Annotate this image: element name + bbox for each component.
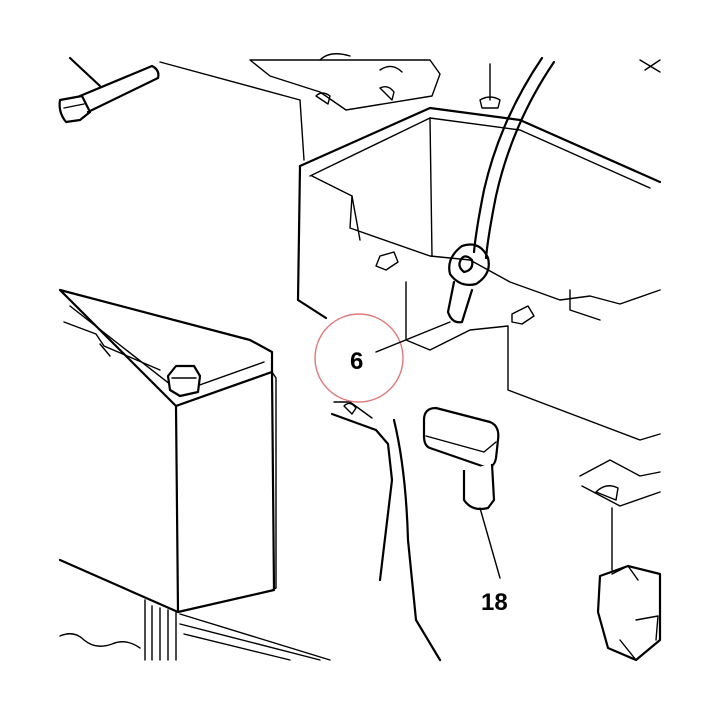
callout-6-label: 6 bbox=[350, 348, 363, 375]
callout-6-highlight-ring bbox=[314, 313, 404, 403]
battery bbox=[58, 288, 277, 614]
callout-6-leader bbox=[375, 321, 451, 353]
side-bracket bbox=[579, 459, 662, 662]
bolt bbox=[58, 56, 160, 124]
frame-outline bbox=[159, 53, 661, 161]
callout-18-label: 18 bbox=[481, 589, 508, 616]
battery-tray bbox=[296, 106, 662, 441]
ground-cable bbox=[330, 401, 442, 662]
hold-down-strap bbox=[446, 56, 556, 324]
terminal-cover bbox=[422, 406, 500, 511]
callout-18-leader bbox=[479, 507, 501, 579]
callout-18: 18 bbox=[479, 507, 508, 616]
battery-base bbox=[59, 599, 331, 661]
callout-6: 6 bbox=[314, 313, 451, 403]
